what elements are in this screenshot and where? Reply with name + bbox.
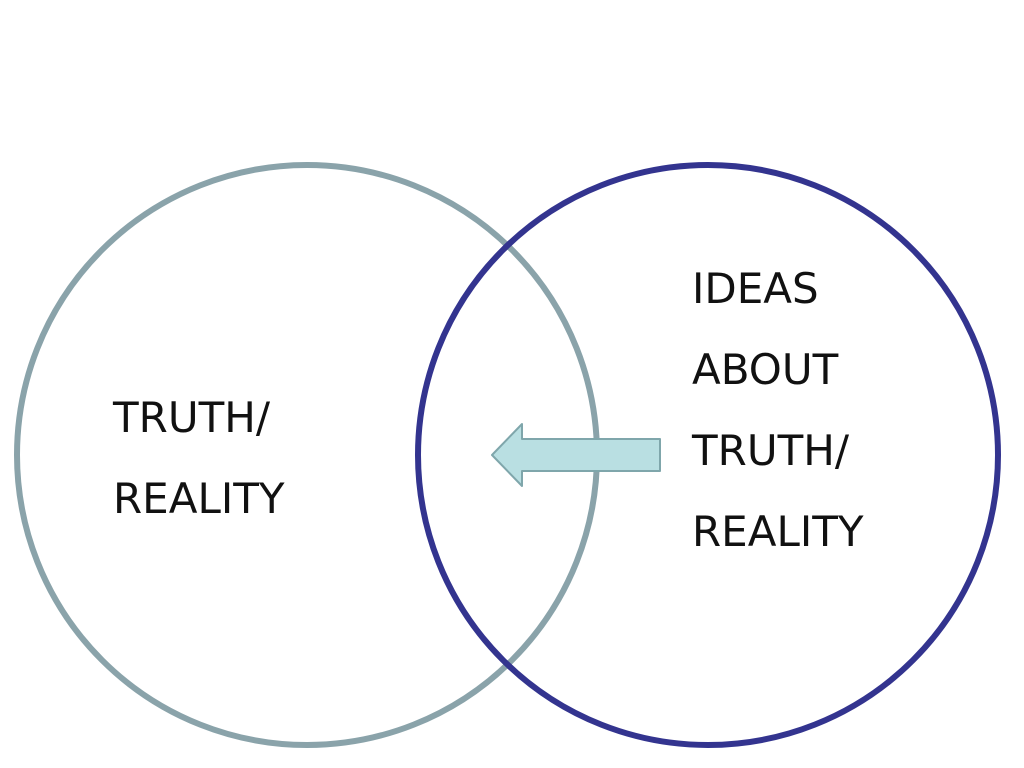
right-label-line-1: IDEAS [692, 264, 819, 313]
left-arrow [491, 423, 661, 487]
right-label-line-4: REALITY [692, 507, 864, 556]
left-label-line-2: REALITY [113, 474, 285, 523]
right-circle-label: IDEAS ABOUT TRUTH/ REALITY [692, 248, 864, 572]
right-circle [415, 162, 1001, 748]
left-circle-label: TRUTH/ REALITY [113, 377, 285, 539]
right-label-line-2: ABOUT [692, 345, 839, 394]
right-label-line-3: TRUTH/ [692, 426, 849, 475]
left-label-line-1: TRUTH/ [113, 393, 270, 442]
